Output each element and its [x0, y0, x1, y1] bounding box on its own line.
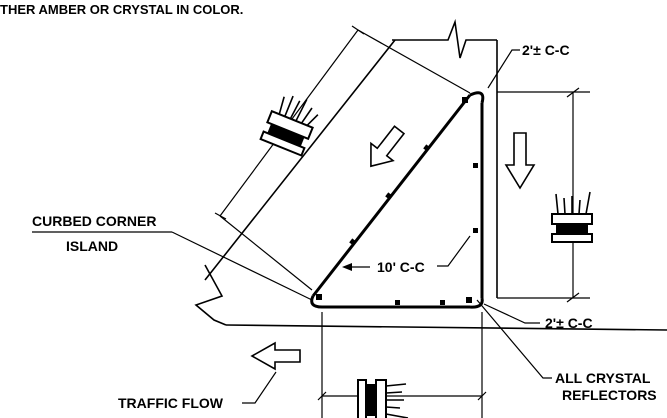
delineator-post-icon — [357, 379, 409, 418]
reflector-label-line1: ALL CRYSTAL — [555, 370, 651, 386]
traffic-flow-label: TRAFFIC FLOW — [118, 395, 224, 411]
mid-spacing-leader — [437, 235, 471, 267]
offset-line-diagonal — [204, 39, 396, 281]
reflector-label-line2: REFLECTORS — [562, 387, 657, 403]
hypotenuse-dimension — [214, 25, 471, 291]
curbed-corner-leader — [171, 231, 313, 301]
curbed-corner-label-line1: CURBED CORNER — [32, 213, 156, 229]
traffic-flow-leader — [242, 371, 277, 404]
top-spacing-label: 2'± C-C — [522, 42, 570, 58]
bottom-spacing-leader — [483, 303, 540, 324]
top-break-line — [392, 18, 498, 298]
right-vertical-dimension — [497, 87, 590, 303]
mid-spacing-label: 10' C-C — [377, 259, 425, 275]
header-note: THER AMBER OR CRYSTAL IN COLOR. — [0, 2, 243, 17]
hollow-arrow-icon — [504, 132, 536, 190]
delineator-post-icon — [551, 191, 593, 243]
reflector-markers — [316, 97, 478, 305]
hollow-arrow-icon — [250, 341, 301, 371]
top-spacing-leader — [487, 49, 520, 89]
reflector-leader — [476, 299, 552, 379]
curbed-corner-label-line2: ISLAND — [66, 238, 118, 254]
bottom-horizontal-dimension — [317, 312, 487, 418]
bottom-spacing-label: 2'± C-C — [545, 315, 593, 331]
hollow-arrow-icon — [370, 125, 406, 168]
delineator-post-icon — [259, 95, 319, 157]
left-break-line — [194, 264, 667, 331]
